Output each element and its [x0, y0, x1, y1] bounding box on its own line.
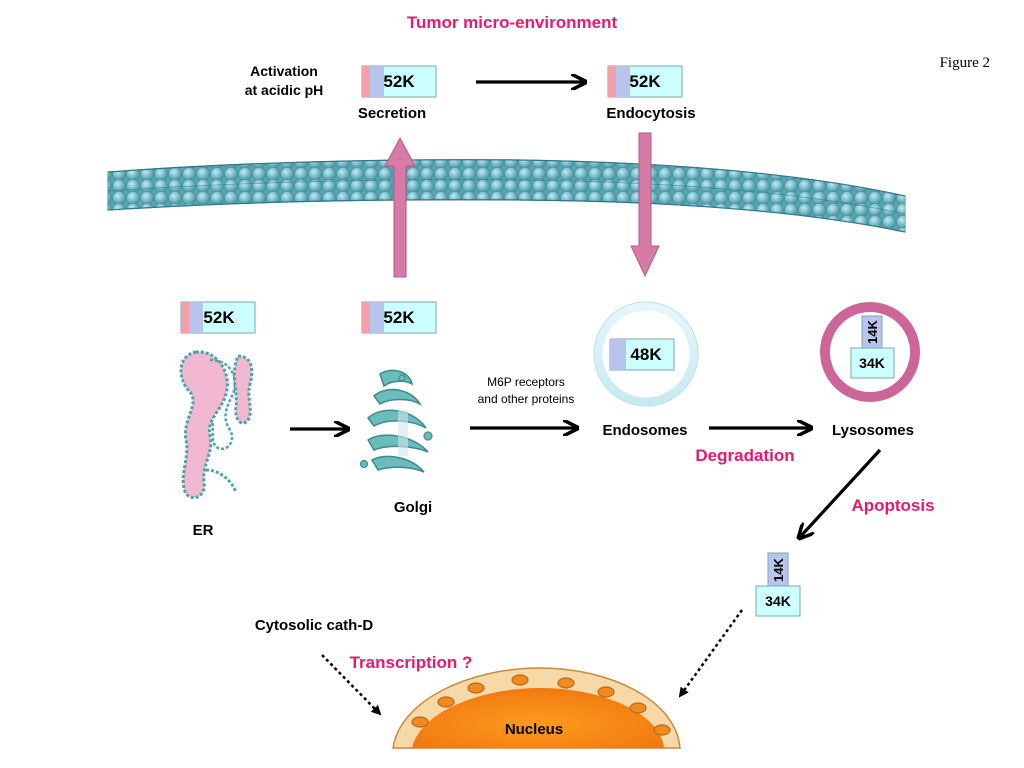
activation-label-line2: at acidic pH: [245, 82, 324, 98]
endosome-protein-label: 48K: [630, 345, 662, 364]
endosomes-label: Endosomes: [602, 422, 687, 439]
transcription-label: Transcription ?: [350, 653, 473, 672]
plasma-membrane: [107, 159, 906, 233]
m6p-label-line2: and other proteins: [478, 392, 575, 406]
secretion-protein-label: 52K: [383, 72, 415, 91]
endocytosis-protein-box: 52K: [607, 65, 683, 98]
golgi-organelle: [359, 369, 433, 473]
lysosomes-label: Lysosomes: [832, 422, 914, 439]
activation-label-line1: Activation: [250, 63, 318, 79]
figure-label: Figure 2: [940, 55, 990, 71]
er-organelle: [179, 350, 254, 499]
endocytosis-protein-label: 52K: [629, 72, 661, 91]
nucleus-label: Nucleus: [505, 721, 563, 738]
endocytosis-label: Endocytosis: [606, 105, 695, 122]
golgi-protein-box: 52K: [361, 301, 437, 334]
lysosome: 14K 34K: [820, 302, 920, 402]
er-label: ER: [193, 522, 214, 539]
secretion-label: Secretion: [358, 105, 426, 122]
er-protein-box: 52K: [180, 301, 256, 334]
endosome: 48K: [593, 301, 699, 407]
secretion-transport-arrow: [384, 136, 416, 278]
apoptosis-label: Apoptosis: [851, 496, 934, 515]
m6p-label-line1: M6P receptors: [487, 375, 565, 389]
secretion-protein-box: 52K: [361, 65, 437, 98]
endocytosis-transport-arrow: [630, 132, 660, 278]
golgi-label: Golgi: [394, 499, 432, 516]
cytosolic-cathd-label: Cytosolic cath-D: [255, 617, 374, 634]
golgi-protein-label: 52K: [383, 308, 415, 327]
arrow-cytosol-to-nucleus: [678, 609, 744, 698]
cytosol-light-chain-label: 14K: [771, 557, 786, 581]
lysosome-light-chain-label: 14K: [865, 319, 880, 343]
nucleus: Nucleus: [392, 667, 681, 749]
cytosolic-cleaved-protein: 14K 34K: [755, 552, 801, 617]
arrow-apoptosis: [800, 448, 882, 537]
cytosol-heavy-chain-label: 34K: [765, 593, 791, 609]
arrow-cytosolic-cathd-to-nucleus: [321, 654, 382, 716]
degradation-label: Degradation: [695, 446, 794, 465]
lysosome-heavy-chain-label: 34K: [859, 355, 885, 371]
er-protein-label: 52K: [203, 308, 235, 327]
diagram-title: Tumor micro-environment: [407, 13, 618, 32]
